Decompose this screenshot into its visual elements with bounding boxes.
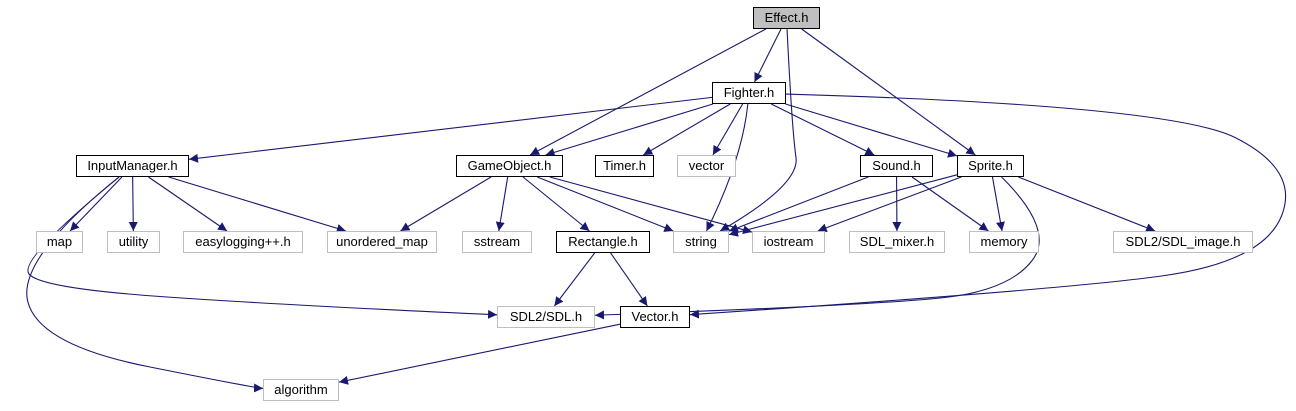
node-sdl-mixer-h: SDL_mixer.h bbox=[849, 231, 945, 253]
node-inputmanager-h[interactable]: InputManager.h bbox=[76, 155, 189, 177]
edge-inputmanager-to-utility bbox=[128, 176, 138, 232]
edge-sound-to-memory bbox=[911, 176, 989, 232]
edge-fighter-to-vector_h bbox=[689, 93, 1287, 319]
edge-rectangle-to-vector_h bbox=[610, 252, 648, 307]
node-algorithm: algorithm bbox=[263, 379, 339, 401]
edge-sprite-to-sdl_image bbox=[1018, 176, 1156, 232]
edge-sprite-to-string bbox=[728, 174, 958, 237]
edge-fighter-to-sound bbox=[770, 103, 875, 156]
node-vector: vector bbox=[677, 155, 736, 177]
node-sound-h[interactable]: Sound.h bbox=[860, 155, 933, 177]
node-iostream: iostream bbox=[752, 231, 825, 253]
edge-sprite-to-iostream bbox=[817, 176, 962, 233]
node-sprite-h[interactable]: Sprite.h bbox=[957, 155, 1024, 177]
node-fighter-h[interactable]: Fighter.h bbox=[712, 82, 786, 104]
node-unordered-map: unordered_map bbox=[327, 231, 437, 253]
edge-rectangle-to-sdl bbox=[553, 252, 596, 307]
edge-inputmanager-to-algorithm bbox=[26, 176, 264, 393]
node-string: string bbox=[673, 231, 729, 253]
node-map: map bbox=[36, 231, 83, 253]
node-utility: utility bbox=[107, 231, 160, 253]
node-sstream: sstream bbox=[462, 231, 532, 253]
node-effect-h[interactable]: Effect.h bbox=[753, 7, 820, 29]
node-gameobject-h[interactable]: GameObject.h bbox=[456, 155, 563, 177]
edge-gameobject-to-string bbox=[537, 176, 674, 232]
edge-inputmanager-to-map bbox=[69, 176, 123, 232]
edge-gameobject-to-unordered_map bbox=[400, 176, 492, 232]
edge-sprite-to-memory bbox=[991, 176, 1005, 232]
edge-effect-to-fighter bbox=[754, 28, 782, 83]
edge-inputmanager-to-easylogging bbox=[148, 176, 228, 232]
node-sdl2-sdl-image-h: SDL2/SDL_image.h bbox=[1113, 231, 1253, 253]
edge-effect-to-string bbox=[719, 28, 797, 232]
edge-fighter-to-vector_std bbox=[712, 103, 744, 156]
edge-gameobject-to-sstream bbox=[495, 176, 509, 232]
edge-effect-to-gameobject bbox=[529, 28, 767, 156]
node-timer-h[interactable]: Timer.h bbox=[595, 155, 654, 177]
node-rectangle-h[interactable]: Rectangle.h bbox=[556, 231, 650, 253]
edge-gameobject-to-rectangle bbox=[522, 176, 590, 232]
edge-gameobject-to-iostream bbox=[549, 176, 753, 235]
edge-fighter-to-inputmanager bbox=[188, 96, 713, 163]
edge-fighter-to-sprite bbox=[785, 103, 958, 158]
node-memory: memory bbox=[969, 231, 1039, 253]
node-vector-h[interactable]: Vector.h bbox=[620, 306, 690, 328]
edge-vector_h-to-algorithm bbox=[338, 323, 621, 385]
edge-fighter-to-timer bbox=[642, 103, 731, 156]
edge-fighter-to-gameobject bbox=[545, 103, 714, 157]
edge-sound-to-string bbox=[728, 176, 869, 233]
node-easylogging-h: easylogging++.h bbox=[183, 231, 303, 253]
node-sdl2-sdl-h: SDL2/SDL.h bbox=[497, 306, 595, 328]
edge-effect-to-sprite bbox=[801, 28, 976, 156]
edge-inputmanager-to-unordered_map bbox=[168, 176, 347, 233]
